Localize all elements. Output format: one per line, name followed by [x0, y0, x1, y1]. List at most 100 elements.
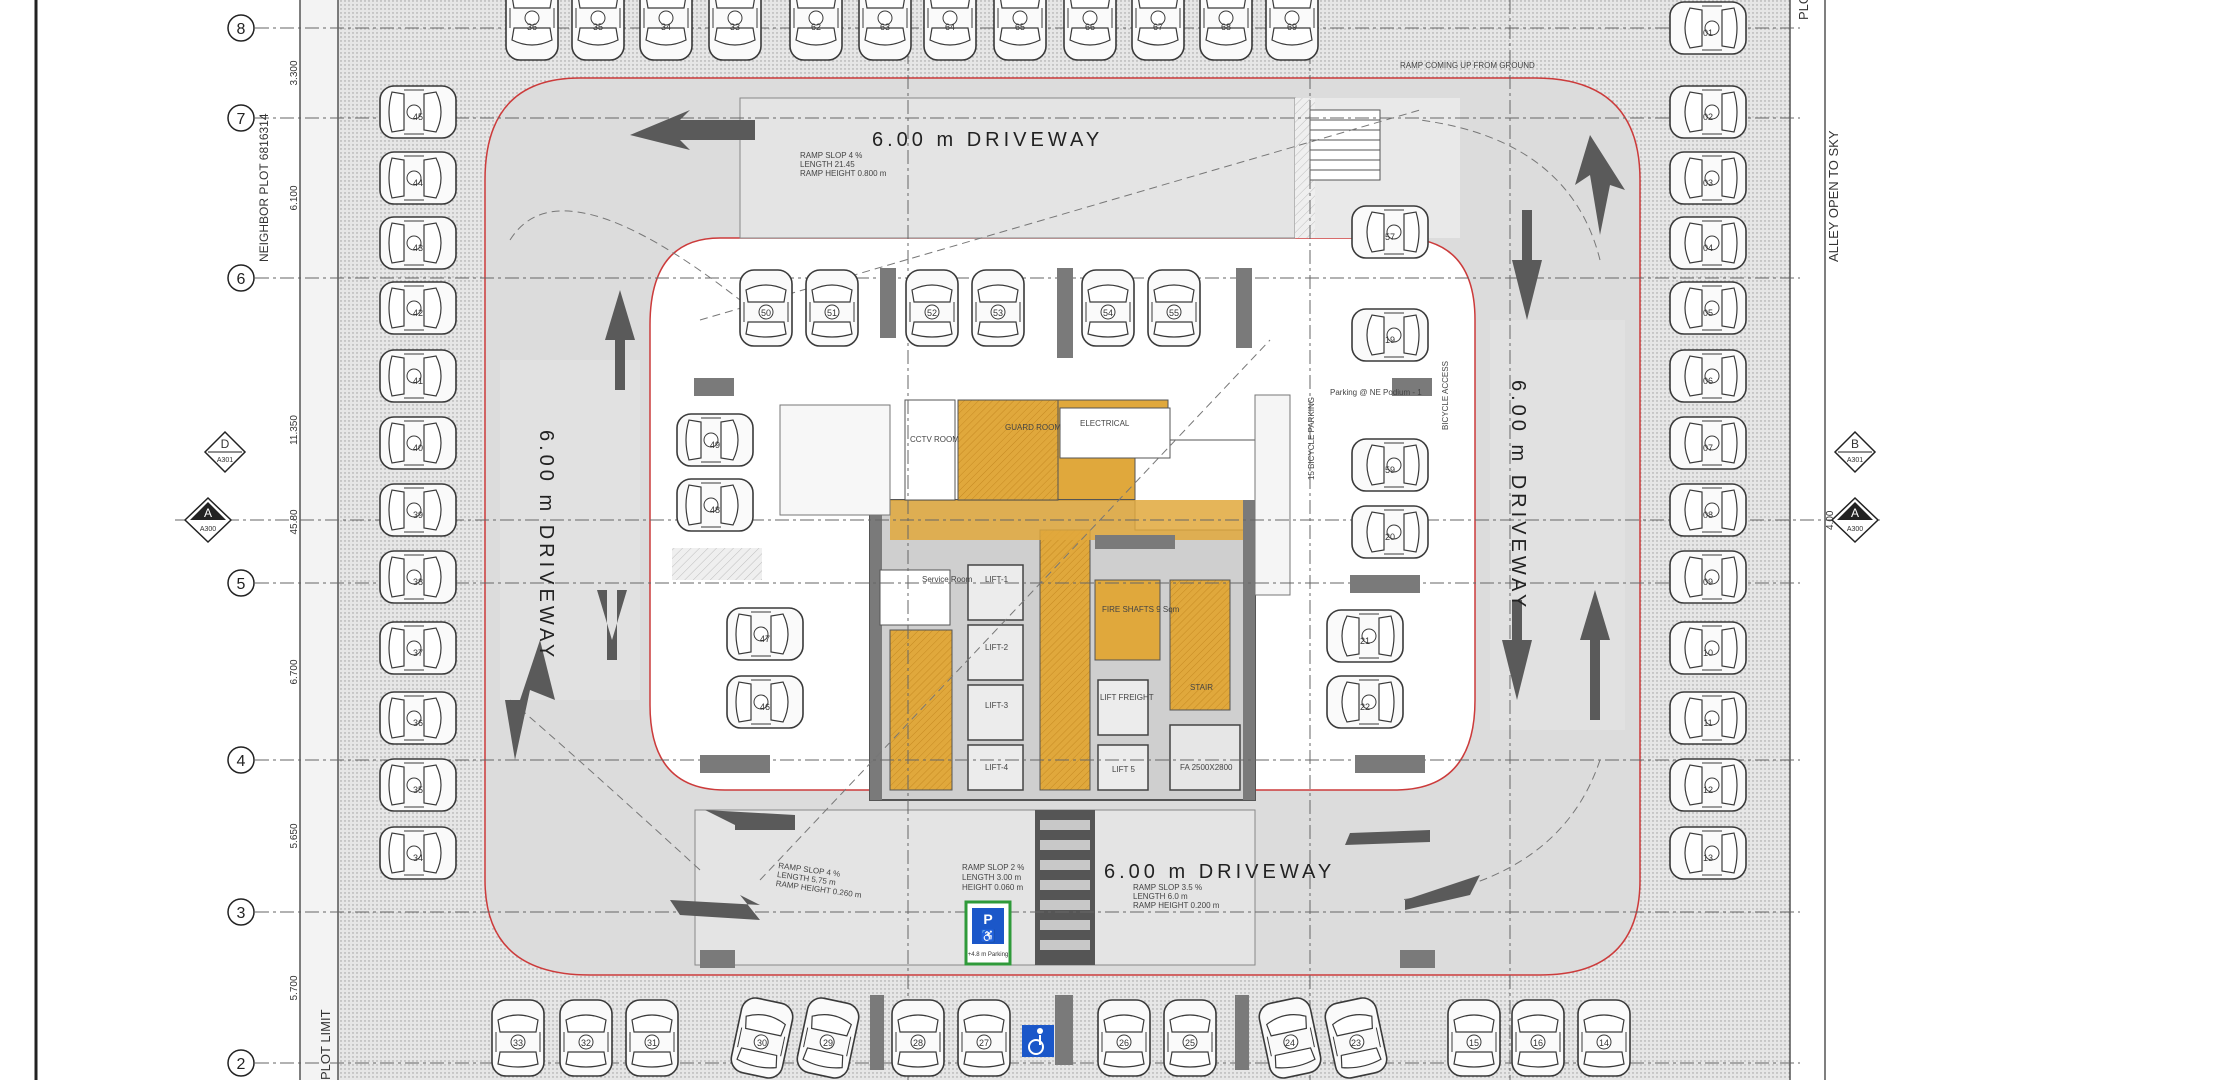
svg-text:28: 28 [913, 1038, 923, 1048]
stall-inner-top-52: 52 [905, 269, 959, 347]
grid-label-5: 5 [237, 576, 246, 593]
svg-text:30: 30 [757, 1038, 767, 1048]
alley-label: ALLEY OPEN TO SKY [1826, 130, 1841, 262]
stall-left-35: 35 [379, 758, 457, 812]
plot-right-label: PLO [1796, 0, 1811, 20]
driveway-label-right: 6.00 m DRIVEWAY [1507, 380, 1529, 611]
stall-right-09: 09 [1669, 550, 1747, 604]
stall-right-05: 05 [1669, 281, 1747, 335]
stall-top-65: 65 [993, 0, 1047, 61]
lift-1-label: LIFT-1 [985, 575, 1009, 584]
svg-text:32: 32 [581, 1038, 591, 1048]
svg-text:A301: A301 [1847, 457, 1863, 464]
stall-top-67: 67 [1131, 0, 1185, 61]
stall-right-03: 03 [1669, 151, 1747, 205]
dimension-1: 6.100 [289, 185, 300, 210]
stall-top-66: 66 [1063, 0, 1117, 61]
stall-bottom-28: 28 [891, 999, 945, 1077]
stall-inner-top-51: 51 [805, 269, 859, 347]
stall-bottom-15: 15 [1447, 999, 1501, 1077]
dimension-6: 5.700 [289, 975, 300, 1000]
svg-text:A: A [1851, 506, 1859, 520]
svg-text:25: 25 [1185, 1038, 1195, 1048]
stall-left-39: 39 [379, 483, 457, 537]
grid-bubble-5 [227, 569, 255, 597]
stall-inner-right-19: 19 [1351, 308, 1429, 362]
svg-text:23: 23 [1351, 1038, 1361, 1048]
svg-text:36: 36 [527, 22, 537, 32]
stall-bottom-16: 16 [1511, 999, 1565, 1077]
svg-text:67: 67 [1153, 22, 1163, 32]
svg-text:53: 53 [993, 308, 1003, 318]
bicycle-access-label: BICYCLE ACCESS [1441, 361, 1450, 430]
ramp-coming-label: RAMP COMING UP FROM GROUND [1400, 61, 1535, 70]
accessible-parking-sign: P ♿ +4.8 m Parking [964, 900, 1012, 966]
svg-text:12: 12 [1703, 785, 1713, 795]
stall-bottom-29: 29 [793, 994, 863, 1080]
stall-right-06: 06 [1669, 349, 1747, 403]
svg-text:38: 38 [413, 577, 423, 587]
svg-text:04: 04 [1703, 243, 1713, 253]
stall-inner-top-50: 50 [739, 269, 793, 347]
svg-text:A301: A301 [217, 457, 233, 464]
svg-text:11: 11 [1703, 718, 1712, 728]
svg-text:69: 69 [1287, 22, 1297, 32]
svg-text:A: A [204, 506, 212, 520]
svg-text:HEIGHT 0.060 m: HEIGHT 0.060 m [962, 883, 1024, 892]
svg-text:08: 08 [1703, 510, 1713, 520]
svg-text:34: 34 [661, 22, 671, 32]
stall-inner-top-55: 55 [1147, 269, 1201, 347]
svg-text:52: 52 [927, 308, 937, 318]
svg-text:33: 33 [513, 1038, 523, 1048]
cctv-room-label: CCTV ROOM [910, 435, 959, 444]
dimension-3: 45.80 [289, 509, 300, 534]
svg-text:48: 48 [710, 505, 720, 515]
ramp-note-bottom-right: RAMP SLOP 3.5 % LENGTH 6.0 m RAMP HEIGHT… [1133, 883, 1220, 910]
svg-text:RAMP SLOP 2 %: RAMP SLOP 2 % [962, 863, 1024, 872]
stall-left-45: 45 [379, 85, 457, 139]
stall-bottom-24: 24 [1255, 994, 1325, 1080]
driveway-label-bottom: 6.00 m DRIVEWAY [1104, 861, 1335, 883]
stall-right-01: 01 [1669, 1, 1747, 55]
svg-text:57: 57 [1385, 232, 1395, 242]
stall-top-63: 63 [858, 0, 912, 61]
lift-4-label: LIFT-4 [985, 763, 1009, 772]
stall-inner-right-57: 57 [1351, 205, 1429, 259]
stall-left-38: 38 [379, 550, 457, 604]
stall-left-36: 36 [379, 691, 457, 745]
svg-text:13: 13 [1703, 853, 1713, 863]
svg-text:29: 29 [823, 1038, 833, 1048]
stall-bottom-27: 27 [957, 999, 1011, 1077]
driveway-label-left: 6.00 m DRIVEWAY [535, 430, 557, 661]
svg-text:42: 42 [413, 308, 423, 318]
stall-right-04: 04 [1669, 216, 1747, 270]
stall-top-35: 35 [571, 0, 625, 61]
svg-text:10: 10 [1703, 648, 1713, 658]
wheelchair-icon [1022, 1025, 1054, 1057]
svg-text:01: 01 [1703, 28, 1713, 38]
svg-text:37: 37 [413, 648, 423, 658]
stall-bottom-26: 26 [1097, 999, 1151, 1077]
svg-text:21: 21 [1360, 636, 1370, 646]
ramp-note-bottom-center: RAMP SLOP 2 % LENGTH 3.00 m HEIGHT 0.060… [962, 863, 1024, 892]
left-plot-strip [300, 0, 338, 1080]
svg-text:63: 63 [880, 22, 890, 32]
stall-top-36: 36 [505, 0, 559, 61]
stall-left-44: 44 [379, 151, 457, 205]
svg-text:P: P [983, 911, 992, 927]
neighbor-plot-label: NEIGHBOR PLOT 6816314 [257, 113, 271, 262]
grid-bubble-8 [227, 14, 255, 42]
grid-label-7: 7 [237, 111, 246, 128]
section-marker-b: B A301 [1833, 430, 1877, 474]
svg-text:D: D [221, 437, 230, 451]
driveway-label-top: 6.00 m DRIVEWAY [872, 129, 1103, 151]
stall-right-11: 11 [1669, 691, 1747, 745]
svg-text:A300: A300 [1847, 526, 1863, 533]
stall-top-34: 34 [639, 0, 693, 61]
grid-bubble-7 [227, 104, 255, 132]
stall-right-08: 08 [1669, 483, 1747, 537]
svg-text:41: 41 [413, 376, 423, 386]
stall-top-33: 33 [708, 0, 762, 61]
